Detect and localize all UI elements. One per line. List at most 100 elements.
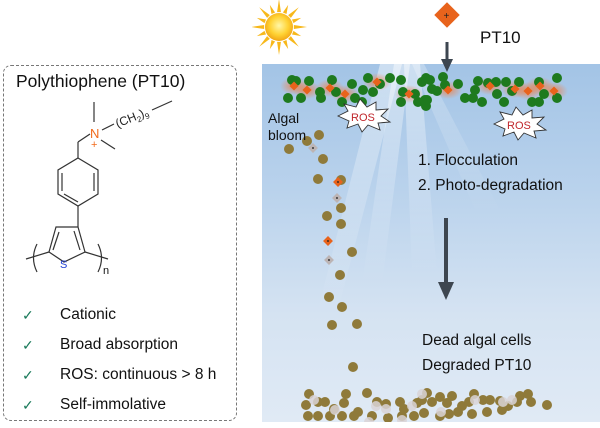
alkyl-tail — [151, 100, 173, 111]
box-title: Polythiophene (PT10) — [16, 71, 186, 91]
sediment-cell — [339, 398, 349, 408]
sediment-cell — [542, 400, 552, 410]
live-algal-cell — [396, 75, 406, 85]
step-photodegradation: 2. Photo-degradation — [418, 177, 563, 194]
cation-nitrogen: N — [90, 126, 99, 141]
live-algal-cell — [527, 97, 537, 107]
ros-label: ROS — [507, 120, 531, 132]
live-algal-cell — [432, 86, 442, 96]
dead-algal-cell — [322, 211, 332, 221]
sediment-cell — [301, 400, 311, 410]
repeat-subscript: n — [103, 265, 109, 277]
live-algal-cell — [491, 77, 501, 87]
sediment-cell — [515, 391, 525, 401]
live-algal-cell — [539, 89, 549, 99]
degraded-pt10 — [507, 395, 517, 405]
thiophene-ring — [48, 226, 86, 263]
live-algal-cell — [425, 75, 435, 85]
pt10-molecule — [323, 236, 333, 246]
live-algal-cell — [421, 101, 431, 111]
degraded-pt10 — [309, 395, 319, 405]
check-icon: ✓ — [22, 337, 34, 353]
sun-ray — [291, 17, 302, 24]
feature-label: ROS: continuous > 8 h — [60, 366, 217, 383]
dead-algal-cell — [314, 130, 324, 140]
pt10-molecule-icon — [434, 2, 460, 28]
pt10-charge: + — [444, 11, 450, 22]
check-icon: ✓ — [22, 307, 34, 323]
live-algal-cell — [327, 75, 337, 85]
dead-algal-cell — [324, 292, 334, 302]
dead-algal-cell — [335, 270, 345, 280]
live-algal-cell — [453, 79, 463, 89]
n-chain-bond — [101, 123, 115, 131]
degraded-pt10 — [364, 417, 374, 422]
pt10-addition: + — [434, 2, 460, 72]
benzene-ring — [57, 157, 99, 207]
check-icon: ✓ — [22, 367, 34, 383]
n-ch2-bond — [77, 133, 91, 143]
sun-ray — [269, 39, 276, 50]
sun-ray — [259, 36, 270, 47]
sediment-cell — [427, 397, 437, 407]
sediment-cell — [435, 392, 445, 402]
result-labels: Dead algal cells Degraded PT10 — [422, 328, 531, 378]
sediment-cell — [409, 411, 419, 421]
sediment-cell — [442, 398, 452, 408]
sediment-cell — [453, 407, 463, 417]
ros-burst: ROS — [492, 106, 548, 141]
live-algal-cell — [296, 93, 306, 103]
algal-bloom-label: Algal bloom — [268, 110, 306, 144]
repeat-bracket-right — [97, 243, 103, 273]
methyl-bond-down — [100, 139, 116, 150]
pt10-label: PT10 — [480, 28, 521, 47]
live-algal-cell — [316, 93, 326, 103]
algal-bloom-line: bloom — [268, 127, 307, 143]
down-arrow-icon — [441, 59, 453, 72]
live-algal-cell — [470, 85, 480, 95]
live-algal-cell — [331, 87, 341, 97]
feature-label: Self-immolative — [60, 396, 166, 413]
water-body: ROS ROS Algal bloom 1. Flocculation 2. P… — [262, 64, 600, 422]
live-algal-cell — [468, 93, 478, 103]
sediment-cell — [320, 397, 330, 407]
sediment-cell — [303, 411, 313, 421]
live-algal-cell — [552, 93, 562, 103]
live-algal-cell — [473, 76, 483, 86]
sun-ray — [256, 17, 267, 24]
sunlight-beams — [317, 64, 502, 314]
degraded-pt10 — [381, 404, 391, 414]
live-algal-cell — [492, 89, 502, 99]
dead-algal-cell — [348, 362, 358, 372]
degraded-pt10 — [417, 389, 427, 399]
dead-algal-cell — [352, 319, 362, 329]
pt10-molecule — [332, 193, 342, 203]
result-degraded-pt10: Degraded PT10 — [422, 357, 532, 374]
degraded-pt10 — [470, 395, 480, 405]
sediment-cell — [313, 411, 323, 421]
sun-ray — [293, 25, 307, 29]
dead-algal-cell — [336, 203, 346, 213]
process-arrow — [438, 218, 454, 300]
live-algal-cell — [552, 73, 562, 83]
degraded-pt10 — [498, 397, 508, 407]
sun-ray — [259, 7, 270, 18]
water-scene: ROS ROS — [280, 64, 568, 422]
dead-algal-cell — [337, 302, 347, 312]
repeat-bracket-left — [32, 243, 38, 273]
sun-ray — [282, 4, 289, 15]
dead-algal-cell — [302, 136, 312, 146]
degraded-pt10 — [436, 407, 446, 417]
dead-algal-cell — [313, 174, 323, 184]
algal-bloom-line: Algal — [268, 110, 300, 126]
live-algal-cell — [499, 97, 509, 107]
live-algal-cell — [347, 79, 357, 89]
sun-icon — [252, 0, 307, 55]
sediment-cell — [444, 409, 454, 419]
dead-algal-cell — [347, 247, 357, 257]
sediment-cell — [467, 409, 477, 419]
dead-algal-cell — [284, 144, 294, 154]
degraded-pt10 — [371, 401, 381, 411]
sediment-cell — [526, 397, 536, 407]
process-steps: 1. Flocculation 2. Photo-degradation — [418, 148, 563, 198]
